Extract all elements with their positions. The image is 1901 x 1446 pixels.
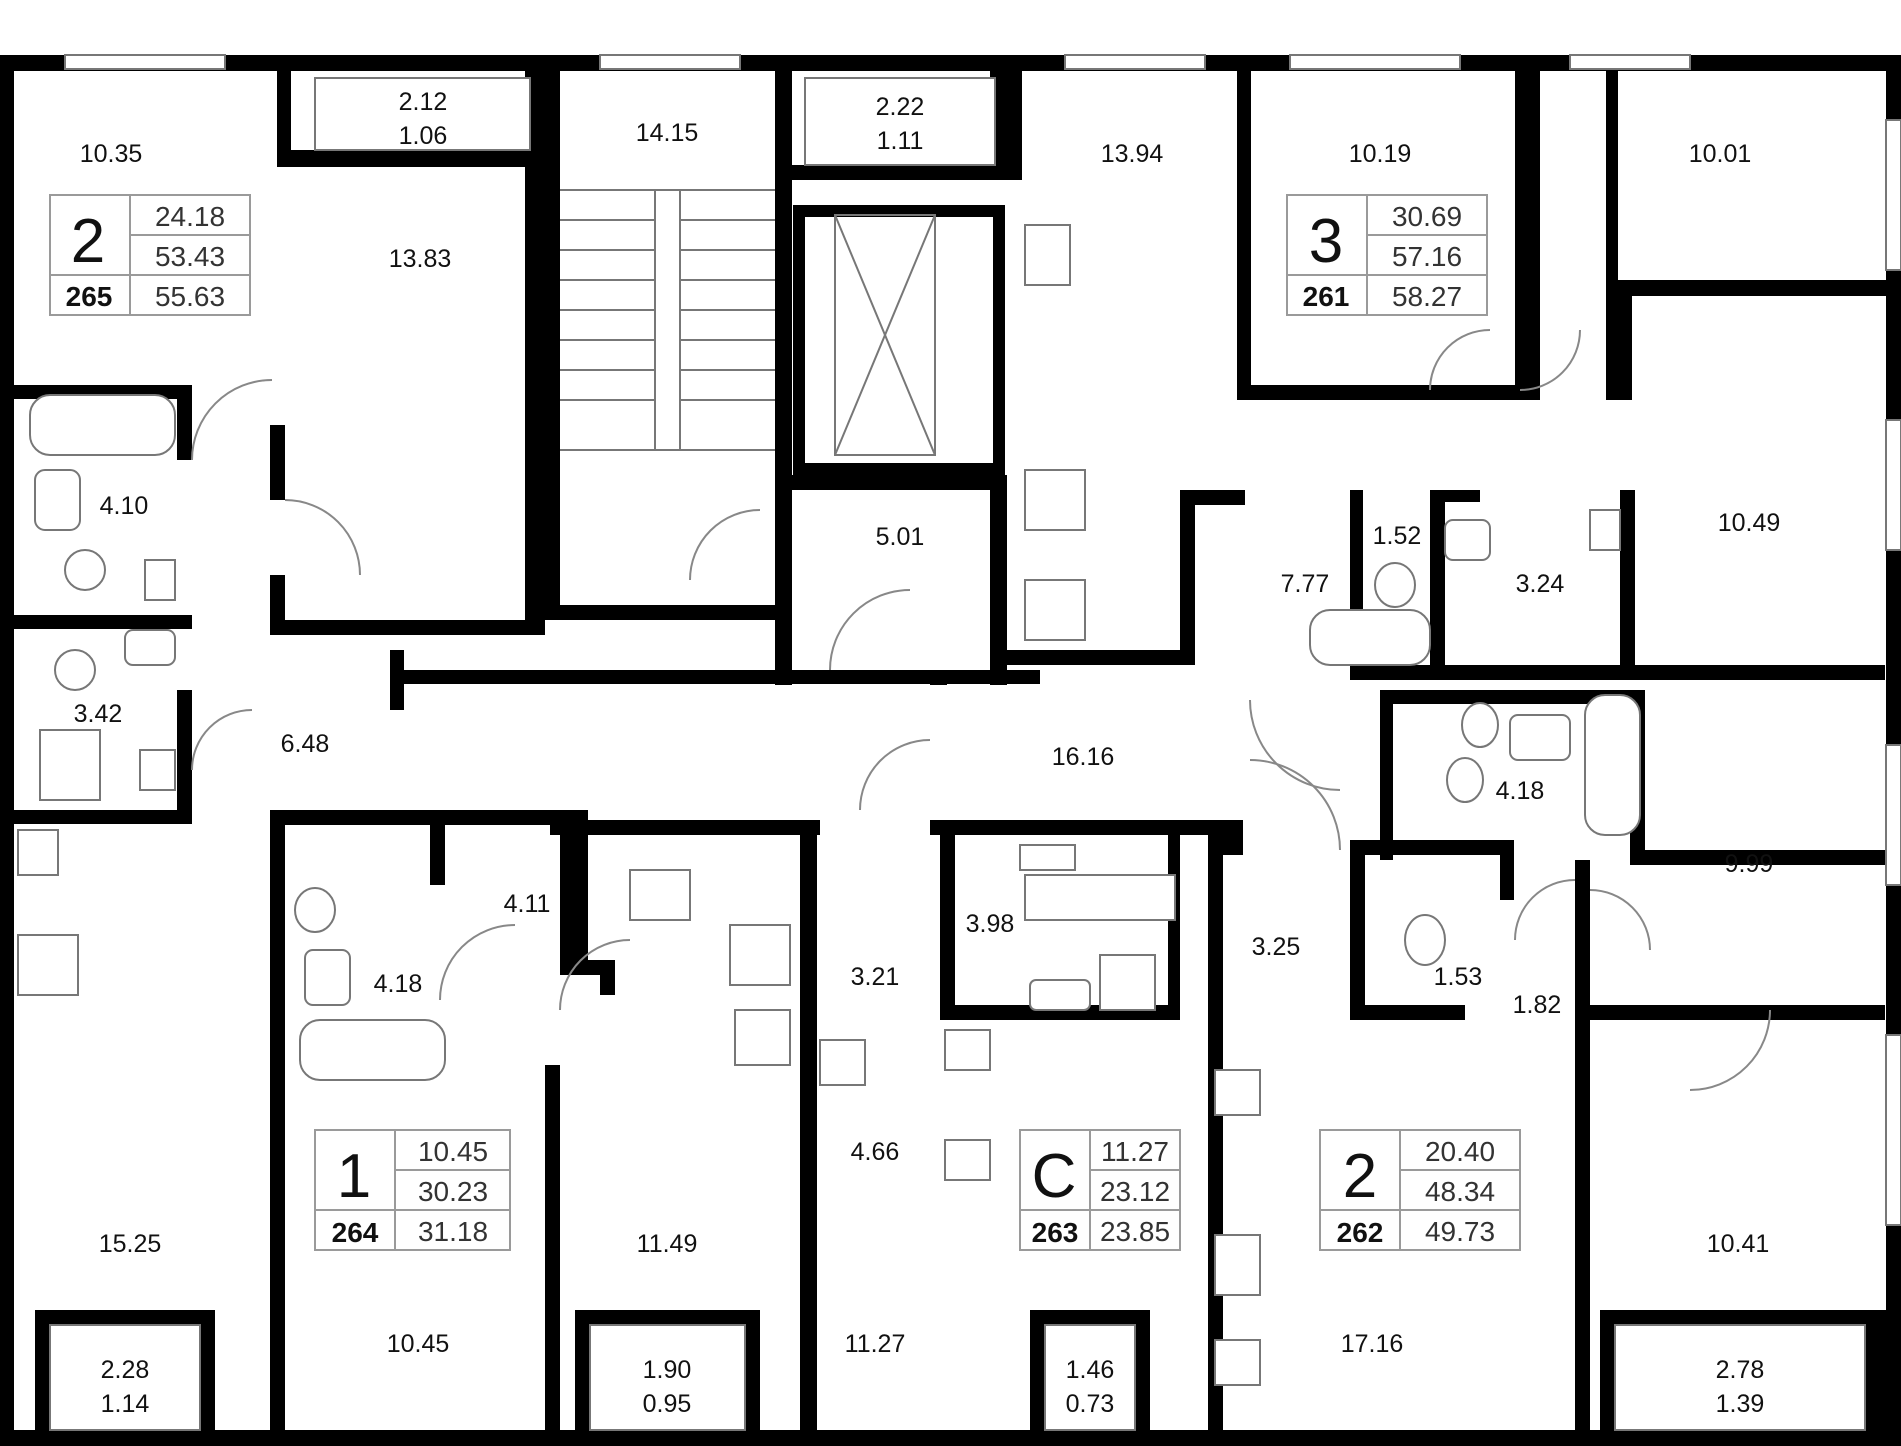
lift-shaft xyxy=(834,214,936,456)
apartment-badge: С 263 11.27 23.12 23.85 xyxy=(1019,1129,1181,1251)
room-area-label: 10.49 xyxy=(1718,509,1781,537)
balcony-area: 1.90 xyxy=(643,1356,692,1384)
room-area-label: 9.99 xyxy=(1725,850,1774,878)
room-area-label: 16.16 xyxy=(1052,743,1115,771)
living-area: 10.45 xyxy=(418,1136,488,1167)
room-area-label: 10.41 xyxy=(1707,1230,1770,1258)
room-area-label: 1.52 xyxy=(1373,522,1422,550)
doors xyxy=(191,329,1771,1091)
balcony-coef: 1.14 xyxy=(101,1390,150,1418)
room-count: 3 xyxy=(1309,207,1343,276)
balcony-coef: 0.73 xyxy=(1066,1390,1115,1418)
room-area-label: 7.77 xyxy=(1281,570,1330,598)
balcony-coef: 1.39 xyxy=(1716,1390,1765,1418)
balcony-coef: 0.95 xyxy=(643,1390,692,1418)
room-area-label: 1.53 xyxy=(1434,963,1483,991)
total-area-with-balcony: 55.63 xyxy=(155,281,225,312)
total-area: 23.12 xyxy=(1100,1176,1170,1207)
total-area-with-balcony: 58.27 xyxy=(1392,281,1462,312)
room-area-label: 10.19 xyxy=(1349,140,1412,168)
room-area-label: 6.48 xyxy=(281,730,330,758)
total-area: 30.23 xyxy=(418,1176,488,1207)
room-count: 1 xyxy=(337,1142,371,1211)
room-area-label: 4.10 xyxy=(100,492,149,520)
living-area: 11.27 xyxy=(1101,1136,1169,1167)
apartment-badge: 2 265 24.18 53.43 55.63 xyxy=(49,194,251,316)
total-area-with-balcony: 23.85 xyxy=(1100,1216,1170,1247)
balcony-area: 2.28 xyxy=(101,1356,150,1384)
balcony-area: 2.78 xyxy=(1716,1356,1765,1384)
apartment-badge: 3 261 30.69 57.16 58.27 xyxy=(1286,194,1488,316)
living-area: 24.18 xyxy=(155,201,225,232)
room-area-label: 4.18 xyxy=(1496,777,1545,805)
room-area-label: 1.82 xyxy=(1513,991,1562,1019)
room-count: 2 xyxy=(71,207,105,276)
room-area-label: 4.11 xyxy=(504,890,551,918)
apartment-badge: 2 262 20.40 48.34 49.73 xyxy=(1319,1129,1521,1251)
room-area-label: 11.27 xyxy=(845,1330,906,1358)
room-area-label: 14.15 xyxy=(636,119,699,147)
apartment-number: 265 xyxy=(66,281,113,312)
room-area-label: 5.01 xyxy=(876,523,925,551)
total-area-with-balcony: 31.18 xyxy=(418,1216,488,1247)
room-area-label: 10.01 xyxy=(1689,140,1752,168)
total-area: 48.34 xyxy=(1425,1176,1495,1207)
room-area-label: 3.42 xyxy=(74,700,123,728)
windows xyxy=(49,54,1901,1431)
apartment-number: 263 xyxy=(1032,1217,1079,1248)
living-area: 30.69 xyxy=(1392,201,1462,232)
apartment-number: 262 xyxy=(1337,1217,1384,1248)
room-count: С xyxy=(1032,1142,1077,1211)
room-count: 2 xyxy=(1343,1142,1377,1211)
room-area-label: 13.83 xyxy=(389,245,452,273)
room-area-label: 11.49 xyxy=(637,1230,698,1258)
apartment-badge: 1 264 10.45 30.23 31.18 xyxy=(314,1129,511,1251)
balcony-area: 2.12 xyxy=(399,88,448,116)
living-area: 20.40 xyxy=(1425,1136,1495,1167)
apartment-number: 261 xyxy=(1303,281,1350,312)
balcony-coef: 1.11 xyxy=(877,127,924,155)
room-area-label: 10.35 xyxy=(80,140,143,168)
room-labels: 10.35 4.10 3.42 6.48 15.25 13.83 14.15 5… xyxy=(74,119,1781,1358)
room-area-label: 4.18 xyxy=(374,970,423,998)
room-area-label: 10.45 xyxy=(387,1330,450,1358)
balcony-labels: 2.12 1.06 2.22 1.11 2.28 1.14 1.90 0.95 … xyxy=(101,88,1765,1418)
fixtures xyxy=(17,224,1641,1386)
room-area-label: 3.21 xyxy=(851,963,900,991)
balcony-area: 2.22 xyxy=(876,93,925,121)
room-area-label: 4.66 xyxy=(851,1138,900,1166)
room-area-label: 15.25 xyxy=(99,1230,162,1258)
room-area-label: 13.94 xyxy=(1101,140,1164,168)
room-area-label: 3.24 xyxy=(1516,570,1565,598)
room-area-label: 3.25 xyxy=(1252,933,1301,961)
room-area-label: 17.16 xyxy=(1341,1330,1404,1358)
staircase xyxy=(560,189,775,451)
room-area-label: 3.98 xyxy=(966,910,1015,938)
balcony-area: 1.46 xyxy=(1066,1356,1115,1384)
total-area: 57.16 xyxy=(1392,241,1462,272)
total-area-with-balcony: 49.73 xyxy=(1425,1216,1495,1247)
balcony-coef: 1.06 xyxy=(399,122,448,150)
apartment-number: 264 xyxy=(332,1217,379,1248)
total-area: 53.43 xyxy=(155,241,225,272)
